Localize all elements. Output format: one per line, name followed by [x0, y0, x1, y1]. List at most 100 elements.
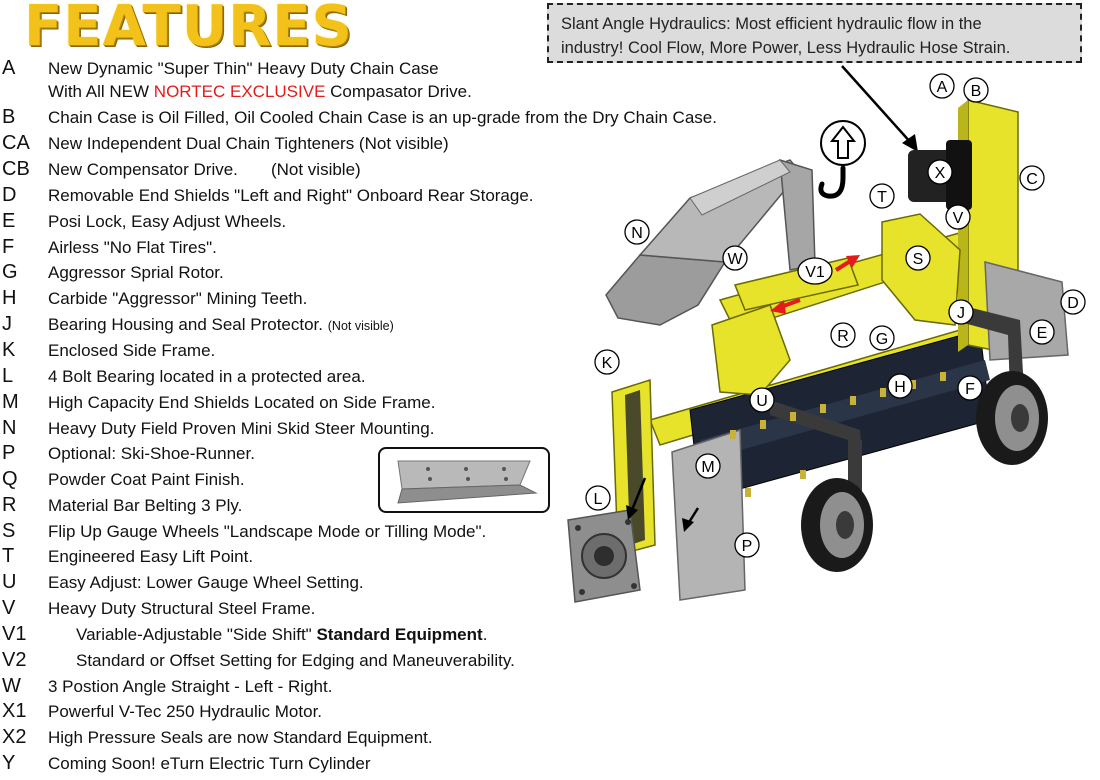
feature-code: M [2, 391, 19, 413]
svg-text:F: F [965, 381, 975, 398]
feature-text: Powerful V-Tec 250 Hydraulic Motor. [48, 702, 323, 721]
diagram-label-a: A [929, 73, 955, 99]
nortec-exclusive-text: NORTEC EXCLUSIVE [153, 82, 326, 101]
callout-line-1: Slant Angle Hydraulics: Most efficient h… [561, 15, 982, 33]
feature-code: V2 [2, 649, 27, 671]
feature-text: New Dynamic "Super Thin" Heavy Duty Chai… [48, 59, 439, 78]
feature-code: A [2, 57, 16, 79]
feature-code: Y [2, 752, 16, 774]
feature-text: Engineered Easy Lift Point. [48, 547, 254, 566]
feature-text: New Compensator Drive. (Not visible) [48, 160, 361, 179]
feature-text-part: Compasator Drive. [325, 82, 472, 101]
feature-code: F [2, 236, 15, 258]
diagram-label-v: V [945, 204, 971, 230]
feature-code: B [2, 106, 16, 128]
feature-code: CB [2, 158, 30, 180]
four-bolt-bearing [567, 509, 641, 603]
diagram-label-l: L [585, 485, 611, 511]
feature-code: P [2, 442, 16, 464]
feature-text-part: With All NEW [48, 82, 154, 101]
feature-code: S [2, 520, 16, 542]
side-shift-arrows [770, 255, 860, 314]
feature-text: Posi Lock, Easy Adjust Wheels. [48, 212, 287, 231]
feature-text: 4 Bolt Bearing located in a protected ar… [48, 367, 366, 386]
feature-text: Powder Coat Paint Finish. [48, 470, 245, 489]
shield-pointer-head [682, 518, 694, 532]
diagram-label-j: J [948, 299, 974, 325]
callout-arrow-line [841, 65, 913, 145]
svg-text:L: L [594, 491, 603, 508]
callout-arrowhead [902, 134, 918, 152]
feature-text: Removable End Shields "Left and Right" O… [48, 186, 534, 205]
ski-shoe-runner-image [397, 460, 538, 504]
diagram-label-m: M [695, 453, 721, 479]
feature-code: X2 [2, 726, 27, 748]
mining-teeth [730, 372, 946, 497]
feature-text: Easy Adjust: Lower Gauge Wheel Setting. [48, 573, 364, 592]
diagram-label-s: S [905, 245, 931, 271]
feature-code: V [2, 597, 16, 619]
feature-text: Aggressor Sprial Rotor. [48, 263, 224, 282]
diagram-label-h: H [887, 373, 913, 399]
feature-text: Airless "No Flat Tires". [48, 238, 217, 257]
svg-text:R: R [837, 328, 849, 345]
feature-text: 3 Postion Angle Straight - Left - Right. [48, 677, 333, 696]
feature-text: Optional: Ski-Shoe-Runner. [48, 444, 255, 463]
feature-text: Coming Soon! eTurn Electric Turn Cylinde… [48, 754, 371, 773]
feature-code: T [2, 545, 15, 567]
svg-text:W: W [727, 251, 743, 268]
feature-text: Standard or Offset Setting for Edging an… [76, 651, 515, 670]
feature-text: Chain Case is Oil Filled, Oil Cooled Cha… [48, 108, 717, 127]
feature-code: V1 [2, 623, 27, 645]
diagram-label-f: F [957, 375, 983, 401]
svg-text:K: K [602, 355, 613, 372]
feature-code: G [2, 261, 18, 283]
feature-text: Enclosed Side Frame. [48, 341, 216, 360]
feature-code: X1 [2, 700, 27, 722]
svg-text:V: V [953, 210, 964, 227]
feature-code: K [2, 339, 16, 361]
left-end-shield [671, 428, 746, 601]
standard-equipment-text: Standard Equipment [316, 625, 483, 644]
feature-text-part: . [482, 625, 488, 644]
svg-text:P: P [742, 538, 753, 555]
svg-text:C: C [1026, 171, 1038, 188]
hydraulics-callout: Slant Angle Hydraulics: Most efficient h… [547, 3, 1082, 63]
svg-text:M: M [701, 459, 714, 476]
feature-code: Q [2, 468, 18, 490]
diagram-label-b: B [963, 77, 989, 103]
svg-text:U: U [756, 393, 768, 410]
svg-text:E: E [1037, 325, 1048, 342]
diagram-label-e: E [1029, 319, 1055, 345]
diagram-label-g: G [869, 325, 895, 351]
feature-text: Heavy Duty Field Proven Mini Skid Steer … [48, 419, 435, 438]
feature-code: E [2, 210, 16, 232]
feature-text: High Pressure Seals are now Standard Equ… [48, 728, 433, 747]
feature-text: High Capacity End Shields Located on Sid… [48, 393, 436, 412]
diagram-label-r: R [830, 322, 856, 348]
callout-line-2: industry! Cool Flow, More Power, Less Hy… [561, 39, 1011, 57]
svg-text:G: G [876, 331, 888, 348]
svg-text:B: B [971, 83, 982, 100]
feature-text-part: Bearing Housing and Seal Protector. [48, 315, 324, 334]
feature-text: Flip Up Gauge Wheels "Landscape Mode or … [48, 522, 487, 541]
feature-code: H [2, 287, 17, 309]
feature-code: CA [2, 132, 30, 154]
diagram-label-t: T [869, 183, 895, 209]
diagram-label-c: C [1019, 165, 1045, 191]
wheel-rear [976, 371, 1048, 465]
feature-text: Heavy Duty Structural Steel Frame. [48, 599, 316, 618]
tiller-diagram: A B C D E F G H J K L M [567, 65, 1086, 603]
svg-text:T: T [877, 189, 887, 206]
feature-code: D [2, 184, 17, 206]
diagram-label-v1: V1 [797, 257, 833, 285]
feature-text: Material Bar Belting 3 Ply. [48, 496, 243, 515]
bearing-pointer-head [626, 505, 638, 520]
skid-steer-mount [605, 158, 816, 326]
diagram-label-u: U [749, 387, 775, 413]
diagram-label-d: D [1060, 289, 1086, 315]
diagram-label-n: N [624, 219, 650, 245]
feature-code: L [2, 365, 14, 387]
svg-text:H: H [894, 379, 906, 396]
diagram-label-w: W [722, 245, 748, 271]
